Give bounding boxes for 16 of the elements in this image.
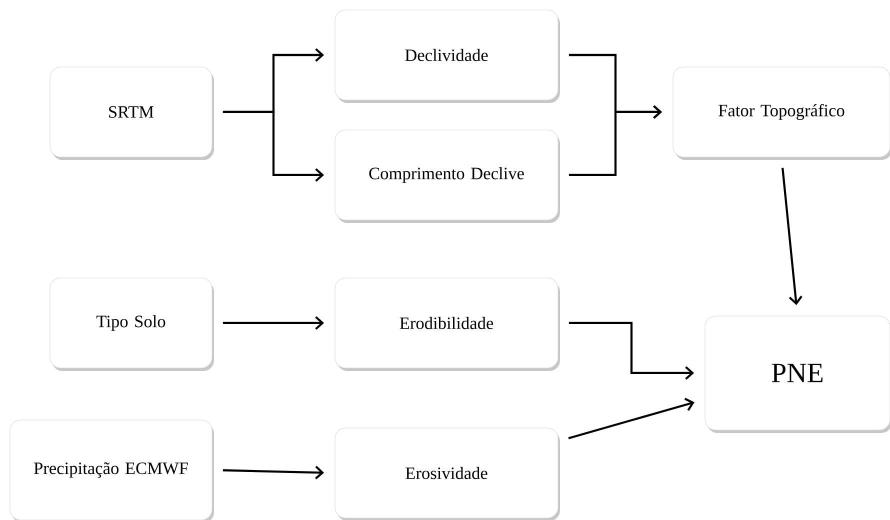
process-box: Erodibilidade xyxy=(334,278,560,371)
process-box: Precipitação ECMWF xyxy=(10,420,214,520)
arrow xyxy=(222,110,324,182)
process-box: Erosividade xyxy=(334,428,560,520)
process-box: PNE xyxy=(704,316,890,433)
arrow xyxy=(222,466,324,480)
arrow xyxy=(568,105,662,176)
process-box: Tipo Solo xyxy=(50,278,214,371)
arrow xyxy=(782,168,802,306)
process-box: Declividade xyxy=(334,10,560,103)
arrow xyxy=(568,398,694,440)
process-box: Comprimento Declive xyxy=(334,130,560,223)
arrow xyxy=(568,322,694,380)
process-box: Fator Topográfico xyxy=(672,66,890,160)
arrow xyxy=(222,316,324,330)
process-box: SRTM xyxy=(50,66,214,160)
